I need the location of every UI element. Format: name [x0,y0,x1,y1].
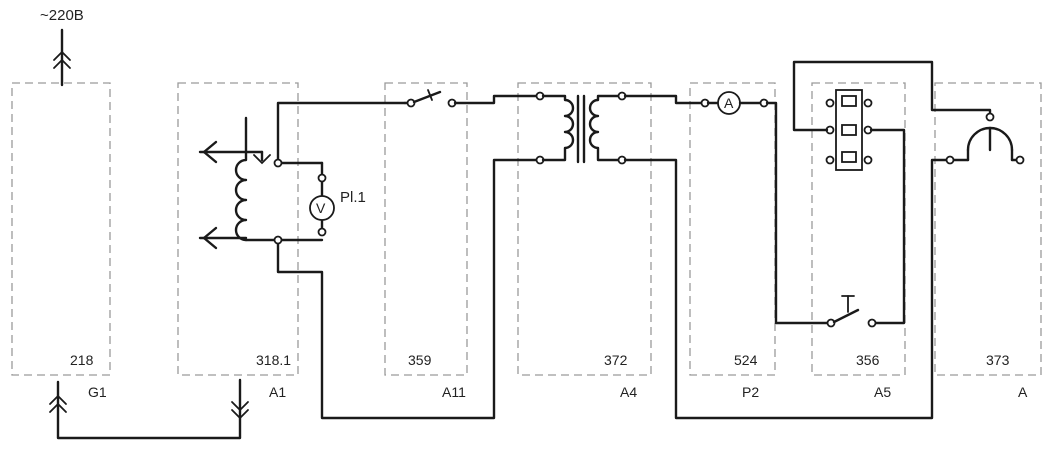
mains-input-arrow [53,28,71,87]
block-outline-a4 [517,82,652,376]
pushbutton-a5 [826,295,877,328]
block-name-g1: G1 [88,384,107,400]
block-outline-p2 [689,82,776,376]
voltmeter-pl1 [276,161,335,242]
block-outline-a5 [811,82,906,376]
a1-output-wiring [273,101,542,420]
block-outline-a11 [384,82,468,376]
voltmeter-label: Pl.1 [340,189,366,206]
block-code-a1: 318.1 [256,352,291,368]
g1-a1-link [49,378,249,440]
block-code-p2: 524 [734,352,758,368]
block-code-a4: 372 [604,352,628,368]
block-outline-a1 [177,82,299,376]
block-name-a5: A5 [874,384,891,400]
block-code-a5: 356 [856,352,880,368]
block-code-g1: 218 [70,352,94,368]
contact-block-a5 [792,60,992,325]
autotransformer-a1 [198,116,280,250]
block-name-p2: P2 [742,384,759,400]
block-code-a11: 359 [408,352,432,368]
breaker-a11 [403,89,542,108]
block-name-a1: A1 [269,384,286,400]
block-outline-g1 [11,82,111,376]
block-name-a: A [1018,384,1028,400]
ammeter-symbol: A [724,95,734,111]
ammeter-p2 [623,91,830,325]
block-code-a: 373 [986,352,1010,368]
return-wire [623,158,952,420]
lamp-a [945,112,1025,165]
block-name-a11: A11 [442,384,466,400]
block-outline-a [934,82,1042,376]
supply-label: ~220B [40,7,84,24]
transformer-a4 [535,91,627,165]
block-name-a4: A4 [620,384,637,400]
voltmeter-symbol: V [316,200,326,216]
